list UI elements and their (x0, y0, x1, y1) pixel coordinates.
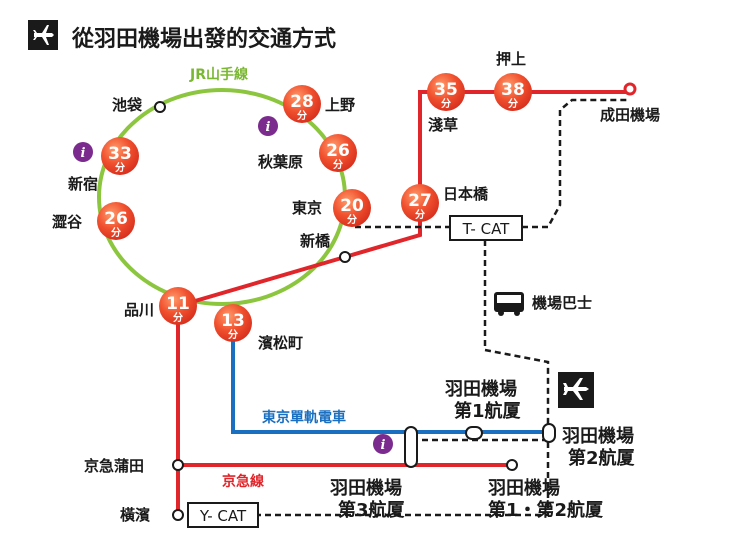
keikyu-airport-terminus (506, 459, 518, 471)
terminal3-name: 羽田機場 (330, 477, 402, 499)
svg-text:20: 20 (340, 196, 364, 216)
station-shinbashi: 新橋 (300, 232, 331, 250)
time-bubble-shinjuku: 33 分 (101, 137, 139, 175)
station-oshiage: 押上 (496, 50, 526, 68)
terminal2-sub: 第2航厦 (568, 447, 636, 469)
terminal12-sub: 第1・第2航厦 (488, 499, 604, 521)
terminal1-name: 羽田機場 (445, 378, 517, 400)
svg-text:分: 分 (297, 109, 307, 122)
keisei-asakusa-line (177, 90, 630, 308)
svg-text:分: 分 (173, 311, 183, 324)
station-ikebukuro: 池袋 (112, 96, 143, 114)
svg-text:i: i (266, 120, 271, 135)
terminal1-station-marker (465, 426, 483, 440)
terminal3-sub: 第3航厦 (338, 499, 406, 521)
tokyo-monorail-line (231, 330, 548, 434)
svg-text:35: 35 (434, 80, 458, 100)
station-hamamatsucho: 濱松町 (258, 334, 303, 352)
monorail-line-label: 東京單軌電車 (262, 409, 346, 426)
svg-text:26: 26 (104, 209, 128, 229)
svg-text:分: 分 (111, 226, 121, 239)
svg-text:分: 分 (333, 158, 343, 171)
info-icon: i (373, 434, 393, 454)
shinbashi-dot (339, 251, 351, 263)
jr-yamanote-label: JR山手線 (189, 66, 248, 83)
svg-text:i: i (381, 438, 386, 453)
time-bubble-asakusa: 35 分 (427, 73, 465, 111)
svg-text:分: 分 (115, 161, 125, 174)
bus-routes (258, 98, 630, 517)
station-akihabara: 秋葉原 (258, 153, 303, 171)
tcat-box: T- CAT (449, 215, 523, 241)
svg-text:11: 11 (166, 294, 190, 314)
info-icon: i (73, 142, 93, 162)
terminal12-name: 羽田機場 (488, 477, 560, 499)
time-bubble-shibuya: 26 分 (97, 202, 135, 240)
bus-icon (494, 292, 524, 316)
svg-text:33: 33 (108, 144, 132, 164)
bus-label: 機場巴士 (532, 294, 592, 312)
svg-text:分: 分 (347, 213, 357, 226)
station-yokohama: 橫濱 (120, 506, 150, 524)
page-title: 從羽田機場出發的交通方式 (71, 26, 336, 52)
yokohama-dot (172, 509, 184, 521)
station-tokyo: 東京 (292, 199, 322, 217)
station-nihonbashi: 日本橋 (443, 185, 489, 203)
info-icon: i (258, 116, 278, 136)
time-bubble-shinagawa: 11 分 (159, 287, 197, 325)
keikyu-line-label: 京急線 (222, 473, 264, 490)
svg-text:13: 13 (221, 311, 245, 331)
terminal3-station-marker (404, 426, 418, 468)
title-airplane-icon (28, 20, 58, 50)
narita-terminus (623, 82, 637, 96)
svg-text:分: 分 (441, 97, 451, 110)
keikyu-kamata-dot (172, 459, 184, 471)
station-shinjuku: 新宿 (68, 175, 98, 193)
svg-text:Y- CAT: Y- CAT (199, 507, 247, 525)
time-bubble-nihonbashi: 27 分 (401, 184, 439, 222)
station-shinagawa: 品川 (124, 301, 154, 319)
svg-text:分: 分 (508, 97, 518, 110)
terminal2-station-marker (542, 423, 556, 443)
station-shibuya: 澀谷 (52, 213, 83, 231)
svg-text:38: 38 (501, 80, 525, 100)
svg-text:28: 28 (290, 92, 314, 112)
station-narita: 成田機場 (600, 106, 660, 124)
station-ueno: 上野 (325, 96, 355, 114)
station-keikyu-kamata: 京急蒲田 (84, 457, 144, 475)
time-bubble-oshiage: 38 分 (494, 73, 532, 111)
svg-text:26: 26 (326, 141, 350, 161)
jr-yamanote-line (97, 88, 347, 306)
time-bubble-tokyo: 20 分 (333, 189, 371, 227)
time-bubble-akihabara: 26 分 (319, 134, 357, 172)
time-bubble-ueno: 28 分 (283, 85, 321, 123)
svg-text:分: 分 (228, 328, 238, 341)
terminal1-sub: 第1航厦 (454, 400, 522, 422)
airplane-icon (558, 372, 594, 408)
svg-text:T- CAT: T- CAT (462, 220, 511, 238)
svg-text:27: 27 (408, 191, 432, 211)
ikebukuro-dot (154, 101, 166, 113)
terminal2-name: 羽田機場 (562, 425, 634, 447)
station-asakusa: 淺草 (428, 116, 458, 134)
time-bubble-hamamatsucho: 13 分 (214, 304, 252, 342)
svg-text:i: i (81, 146, 86, 161)
ycat-box: Y- CAT (187, 502, 259, 528)
svg-text:分: 分 (415, 208, 425, 221)
